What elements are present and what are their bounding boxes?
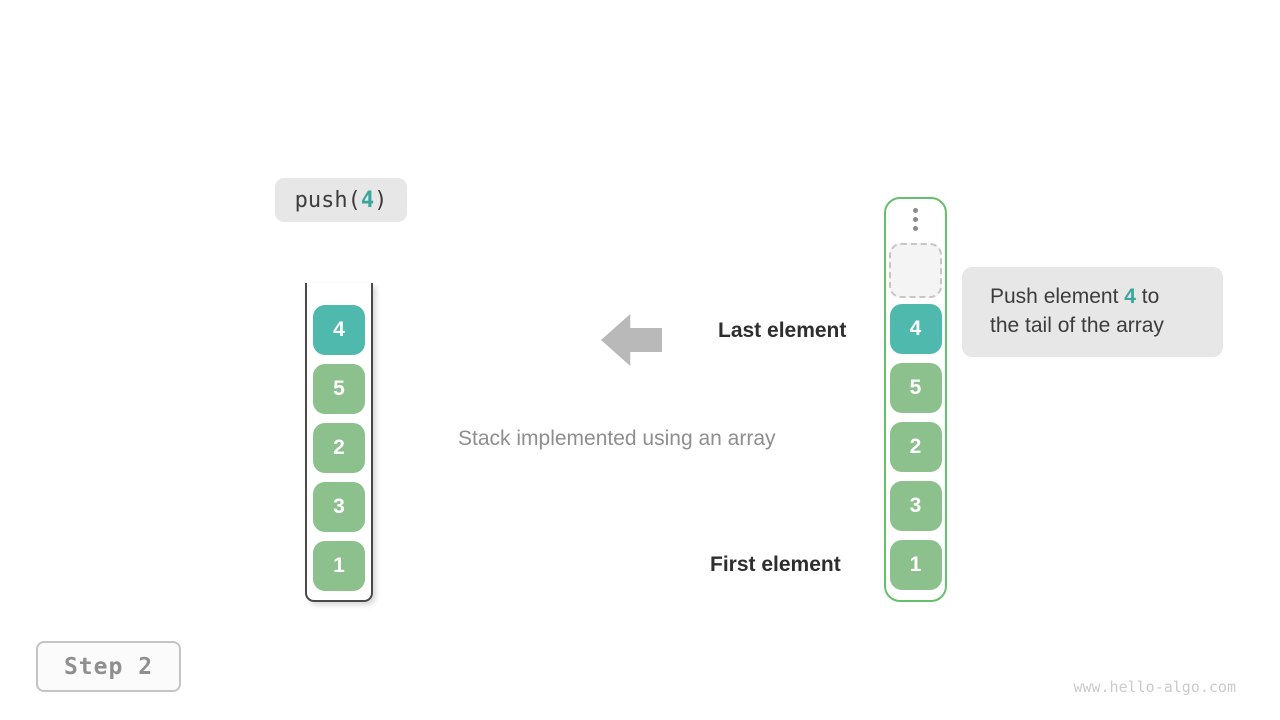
array-cell: 3 (889, 481, 942, 531)
callout-highlight-value: 4 (1124, 285, 1136, 308)
stack-cell-top: 4 (313, 305, 365, 355)
watermark: www.hello-algo.com (1073, 678, 1236, 696)
array-cells: 4 5 2 3 1 (889, 304, 942, 590)
step-indicator: Step 2 (36, 641, 181, 692)
array-container: 4 5 2 3 1 (884, 197, 947, 602)
push-operation-prefix: push( (294, 187, 361, 213)
stack-cell-bottom: 1 (313, 541, 365, 591)
empty-array-slot (889, 243, 942, 298)
push-operation-arg: 4 (360, 187, 375, 213)
array-cell: 1 (889, 540, 942, 590)
stack-container: 4 5 2 3 1 (305, 283, 373, 602)
ellipsis-dot (913, 226, 918, 231)
stack-cell: 5 (313, 364, 365, 414)
caption-text: Stack implemented using an array (458, 427, 776, 450)
array-cell-pushed: 4 (889, 304, 942, 354)
annotation-callout: Push element 4 to the tail of the array (962, 267, 1223, 357)
ellipsis-dot (913, 217, 918, 222)
array-cell: 2 (889, 422, 942, 472)
first-element-label: First element (710, 553, 841, 576)
callout-text-after: to (1135, 285, 1160, 308)
ellipsis-dot (913, 208, 918, 213)
array-cell: 5 (889, 363, 942, 413)
push-operation-badge: push(4) (275, 178, 407, 222)
stack-cell: 3 (313, 482, 365, 532)
callout-line-1: Push element 4 to (990, 282, 1223, 311)
stack-cell: 2 (313, 423, 365, 473)
left-arrow-icon (601, 314, 662, 366)
push-operation-suffix: ) (374, 187, 388, 213)
last-element-label: Last element (718, 319, 847, 342)
callout-line-2: the tail of the array (990, 314, 1164, 337)
vertical-ellipsis-icon (913, 208, 918, 231)
callout-text-before: Push element (990, 285, 1125, 308)
